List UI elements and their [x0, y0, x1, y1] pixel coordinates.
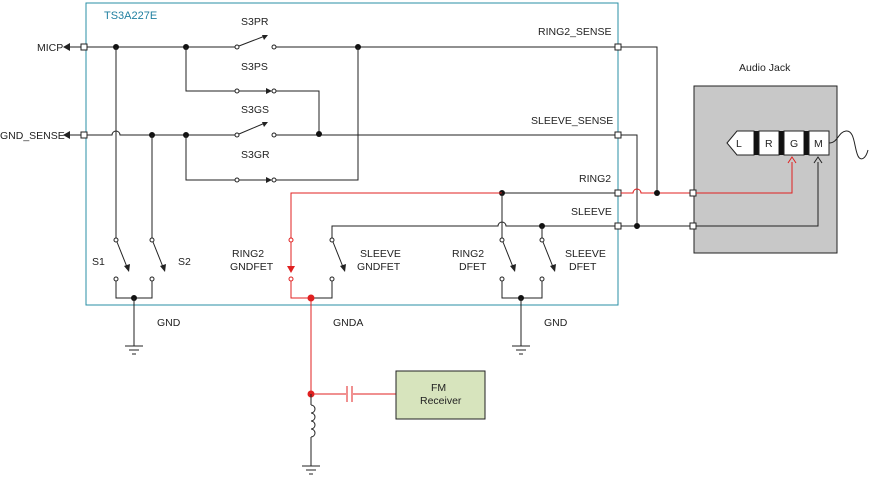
sleeve-gndfet-label-line2: GNDFET	[357, 261, 401, 273]
audio-jack-title: Audio Jack	[739, 62, 791, 74]
jack-plug	[726, 130, 830, 156]
sleeve-internal-wire	[331, 221, 615, 238]
s1-switch	[113, 237, 130, 282]
s1-label: S1	[92, 256, 105, 268]
chip-outline	[85, 2, 619, 306]
ring2-dfet-label-line2: DFET	[459, 261, 487, 273]
s3gs-switch	[234, 122, 277, 138]
sleeve-gndfet-label-line1: SLEEVE	[360, 248, 401, 260]
junction-node	[316, 131, 322, 137]
gndfet-return-wire	[311, 281, 333, 299]
s3ps-label: S3PS	[241, 61, 268, 73]
s3pr-switch	[234, 35, 277, 50]
ring2-sense-external-wire	[621, 46, 658, 191]
s3ps-switch	[234, 88, 277, 94]
s3gs-label: S3GS	[241, 104, 269, 116]
jack-ring2-internal-wire	[696, 162, 793, 194]
s3ps-input-wire	[185, 47, 235, 92]
ring2-dfet-switch	[499, 237, 516, 282]
jack-ring2-pin	[689, 189, 697, 197]
ring2-external-wire	[621, 188, 693, 194]
audio-jack-body	[693, 85, 838, 254]
jack-contact-l: L	[736, 138, 742, 150]
ring2-dfet-label-line1: RING2	[452, 248, 484, 260]
jack-contact-r: R	[765, 138, 773, 150]
sleeve-label: SLEEVE	[571, 206, 612, 218]
jack-sleeve-internal-wire	[696, 162, 819, 227]
s3ps-output-wire	[276, 90, 320, 134]
micp-label: MICP	[37, 42, 63, 54]
sleeve-sense-label: SLEEVE_SENSE	[531, 115, 613, 127]
s3gr-input-wire	[185, 135, 235, 181]
sleeve-dfet-switch	[539, 237, 556, 282]
ring2-gndfet-switch	[287, 237, 295, 282]
gnd-sense-wire	[87, 130, 237, 136]
jack-sleeve-pin	[689, 222, 697, 230]
micp-port	[63, 43, 88, 51]
gnd-sense-label: GND_SENSE	[0, 130, 65, 142]
gnd-bottom-ground-symbol	[302, 465, 320, 475]
ring2-pin	[614, 189, 622, 197]
jack-ring2-arrow	[787, 156, 797, 164]
ring2-gndfet-label-line2: GNDFET	[230, 261, 274, 273]
fm-receiver-box	[395, 370, 486, 420]
jack-sleeve-arrow	[813, 156, 823, 164]
fm-receiver-label-line1: FM	[431, 382, 446, 394]
gnd-left-ground-symbol	[125, 345, 143, 355]
jack-contact-m: M	[814, 138, 823, 150]
sleeve-sense-pin	[614, 131, 622, 139]
sleeve-gndfet-switch	[329, 237, 346, 282]
s2-switch	[149, 237, 166, 282]
inductor-symbol	[310, 404, 316, 438]
gndfet-red-return-wire	[290, 281, 311, 299]
ring2-sense-label: RING2_SENSE	[538, 26, 612, 38]
sleeve-dfet-label-line1: SLEEVE	[565, 248, 606, 260]
jack-contact-g: G	[790, 138, 798, 150]
sleeve-dfet-label-line2: DFET	[569, 261, 597, 273]
fm-receiver-label-line2: Receiver	[420, 395, 462, 407]
s3gr-switch	[234, 177, 277, 183]
jack-cable	[828, 130, 869, 160]
sleeve-sense-external-wire	[621, 134, 638, 226]
chip-name: TS3A227E	[104, 10, 157, 22]
s3pr-label: S3PR	[241, 16, 269, 28]
ring2-label: RING2	[579, 173, 611, 185]
ring2-sense-pin	[614, 43, 622, 51]
sleeve-pin	[614, 222, 622, 230]
ring2-gndfet-wire	[290, 192, 502, 238]
s3gr-label: S3GR	[241, 149, 270, 161]
gnd-right-ground-symbol	[512, 345, 530, 355]
gnd-right-label: GND	[544, 317, 568, 329]
junction-node	[634, 223, 640, 229]
capacitor-symbol	[346, 386, 353, 402]
junction-node	[654, 190, 660, 196]
s3gr-output-wire	[276, 47, 359, 181]
gnd-left-label: GND	[157, 317, 181, 329]
ring2-gndfet-label-line1: RING2	[232, 248, 264, 260]
gnda-label: GNDA	[333, 317, 363, 329]
gnd-sense-port	[63, 131, 88, 139]
s2-label: S2	[178, 256, 191, 268]
